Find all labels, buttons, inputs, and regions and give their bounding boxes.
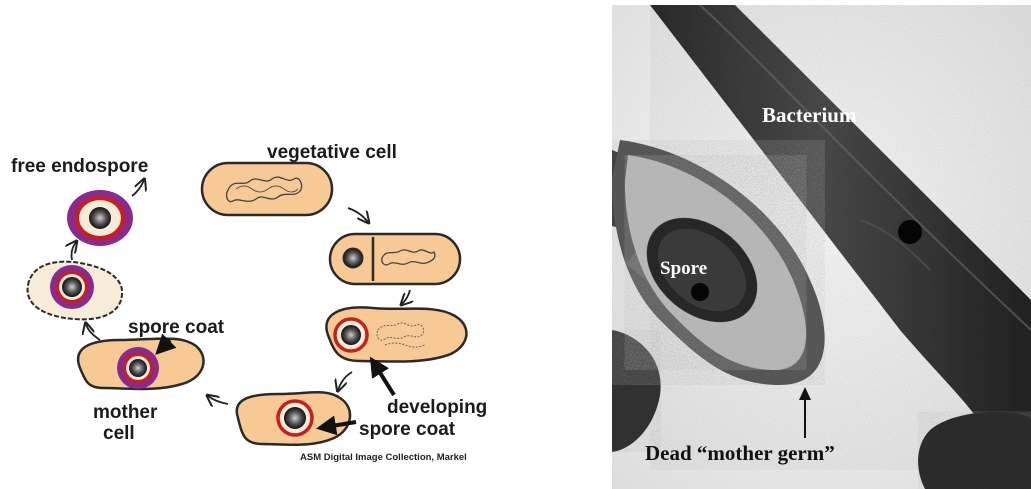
label-vegetative-cell: vegetative cell (267, 143, 397, 163)
mother-cell-with-spore (78, 339, 203, 390)
label-bacterium: Bacterium (762, 103, 856, 128)
lysing-cell (28, 262, 123, 320)
label-cell: cell (103, 424, 135, 444)
vegetative-cell (202, 163, 332, 215)
bacterium-dot (898, 220, 922, 244)
spore-dot (691, 283, 709, 301)
label-dead-mother-germ: Dead “mother germ” (645, 441, 835, 466)
label-free-endospore: free endospore (11, 157, 148, 177)
image-credit: ASM Digital Image Collection, Markel (300, 452, 467, 463)
label-spore: Spore (660, 258, 707, 280)
electron-micrograph (612, 5, 1031, 489)
label-developing: developing (387, 398, 487, 418)
cell-bottom-developing (237, 392, 350, 445)
label-mother: mother (93, 403, 157, 423)
cell-developing-coat (326, 307, 466, 361)
free-endospore (67, 190, 133, 246)
label-spore-coat: spore coat (128, 318, 224, 338)
cell-with-septum (330, 234, 460, 284)
label-spore-coat-developing: spore coat (359, 420, 455, 440)
